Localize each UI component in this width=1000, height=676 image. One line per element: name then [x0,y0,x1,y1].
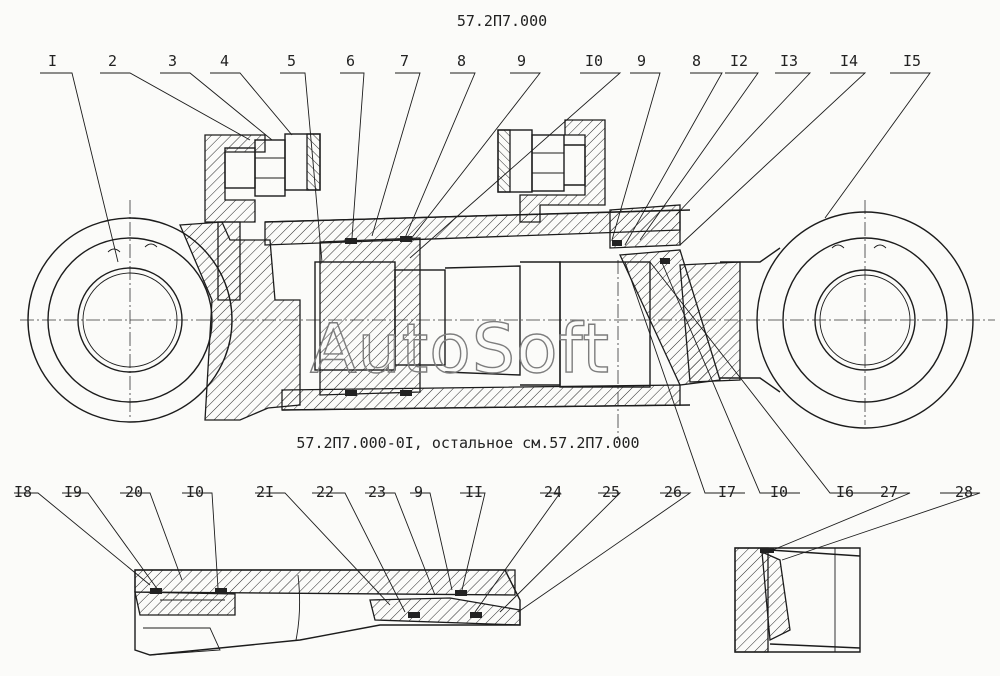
callout-label: 24 [544,483,562,501]
watermark-text: AutoSoft [310,310,610,389]
callout-label: 9 [637,52,646,70]
callout-label: 9 [414,483,423,501]
callout-label: I [48,52,57,70]
callout-label: 27 [880,483,898,501]
callout-label: I5 [903,52,921,70]
callout-label: I2 [730,52,748,70]
callout-label: I6 [836,483,854,501]
callout-label: 9 [517,52,526,70]
callout-label: 2 [108,52,117,70]
callout-label: I3 [780,52,798,70]
callout-label: 5 [287,52,296,70]
rear-eye-mount [27,217,301,423]
callout-label: I8 [14,483,32,501]
detail-view-labels: 27 28 [880,483,973,501]
callout-label: 23 [368,483,386,501]
callout-label: 2I [256,483,274,501]
callout-label: 6 [346,52,355,70]
callout-label: II [465,483,483,501]
main-view-labels: I 2 3 4 5 6 7 8 9 I0 9 8 I2 I3 I4 I5 I6 … [48,52,921,501]
callout-label: I0 [585,52,603,70]
piston [314,236,446,396]
main-assembly-view [20,119,995,440]
hydraulic-line-right [497,119,606,223]
callout-label: 8 [692,52,701,70]
callout-label: 20 [125,483,143,501]
callout-label: 22 [316,483,334,501]
seal-detail-view [734,547,861,653]
callout-label: I7 [718,483,736,501]
callout-label: I4 [840,52,858,70]
callout-label: 28 [955,483,973,501]
callout-label: I9 [64,483,82,501]
callout-label: 3 [168,52,177,70]
variant-note: 57.2П7.000-0I, остальное см.57.2П7.000 [296,434,639,452]
callout-label: 8 [457,52,466,70]
detail-view-leaders [767,492,981,561]
main-view-leaders [40,72,931,494]
piston-rod [444,261,651,388]
variant-view-leaders [14,492,692,613]
callout-label: I0 [770,483,788,501]
callout-label: 26 [664,483,682,501]
callout-label: 4 [220,52,229,70]
callout-label: I0 [186,483,204,501]
callout-label: 25 [602,483,620,501]
variant-view-labels: I8 I9 20 I0 2I 22 23 9 II 24 25 26 [14,483,682,501]
drawing-number: 57.2П7.000 [457,12,547,30]
callout-label: 7 [400,52,409,70]
hydraulic-line-left [204,133,321,301]
rod-eye-mount [679,211,974,429]
variant-section-view [134,569,521,656]
